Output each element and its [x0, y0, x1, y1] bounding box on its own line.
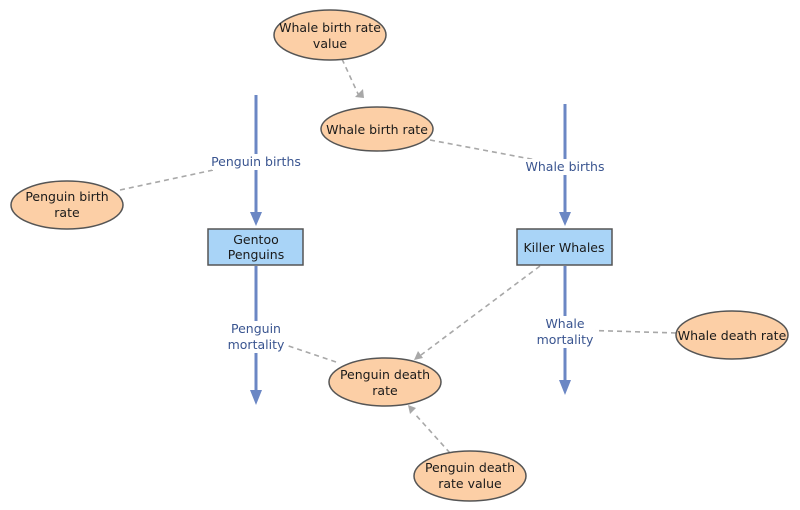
flow-penguin-births-label: Penguin births — [211, 154, 301, 170]
variable-penguin-death-rate-value-line-2: rate value — [438, 476, 502, 491]
variable-whale-birth-rate-label: Whale birth rate — [326, 122, 428, 137]
link-killer-whales-to-penguin-death-rate — [414, 265, 541, 360]
flow-penguin-mortality-label-line-1: Penguin — [231, 321, 281, 336]
variable-whale-birth-rate-value-line-1: Whale birth rate — [279, 20, 381, 35]
variable-penguin-birth-rate-line-2: rate — [54, 205, 80, 220]
variable-penguin-death-rate-value[interactable]: Penguin death rate value — [413, 450, 527, 502]
variable-whale-death-rate[interactable]: Whale death rate — [675, 310, 789, 360]
variable-whale-birth-rate-value[interactable]: Whale birth rate value — [273, 9, 387, 61]
stock-gentoo-penguins-label-line-2: Penguins — [228, 247, 284, 262]
variable-whale-birth-rate-value-line-2: value — [313, 36, 347, 51]
flow-whale-births-label-text: Whale births — [526, 159, 605, 174]
variable-penguin-death-rate[interactable]: Penguin death rate — [328, 357, 442, 407]
flow-penguin-mortality-label: Penguin mortality — [226, 321, 286, 353]
stock-gentoo-penguins-label-line-1: Gentoo — [233, 232, 279, 247]
variable-penguin-death-rate-line-2: rate — [372, 383, 398, 398]
variable-whale-birth-rate[interactable]: Whale birth rate — [320, 106, 434, 152]
flow-whale-births-label: Whale births — [526, 159, 605, 175]
flow-penguin-births-label-text: Penguin births — [211, 154, 301, 169]
flow-whale-mortality-label: Whale mortality — [535, 316, 595, 348]
flow-whale-mortality-label-line-1: Whale — [545, 316, 584, 331]
flow-penguin-mortality-label-line-2: mortality — [228, 337, 285, 352]
variable-penguin-death-rate-value-line-1: Penguin death — [425, 460, 515, 475]
link-whale-birth-rate-value-to-whale-birth-rate — [341, 58, 364, 98]
link-penguin-death-rate-value-to-penguin-death-rate — [408, 405, 451, 454]
variable-penguin-birth-rate-line-1: Penguin birth — [25, 189, 108, 204]
stock-gentoo-penguins[interactable]: Gentoo Penguins — [207, 228, 304, 266]
flow-whale-mortality-label-line-2: mortality — [537, 332, 594, 347]
variable-penguin-birth-rate[interactable]: Penguin birth rate — [10, 180, 124, 230]
variable-penguin-death-rate-line-1: Penguin death — [340, 367, 430, 382]
stock-killer-whales[interactable]: Killer Whales — [516, 228, 613, 266]
stock-killer-whales-label: Killer Whales — [523, 240, 604, 255]
variable-whale-death-rate-label: Whale death rate — [678, 328, 787, 343]
